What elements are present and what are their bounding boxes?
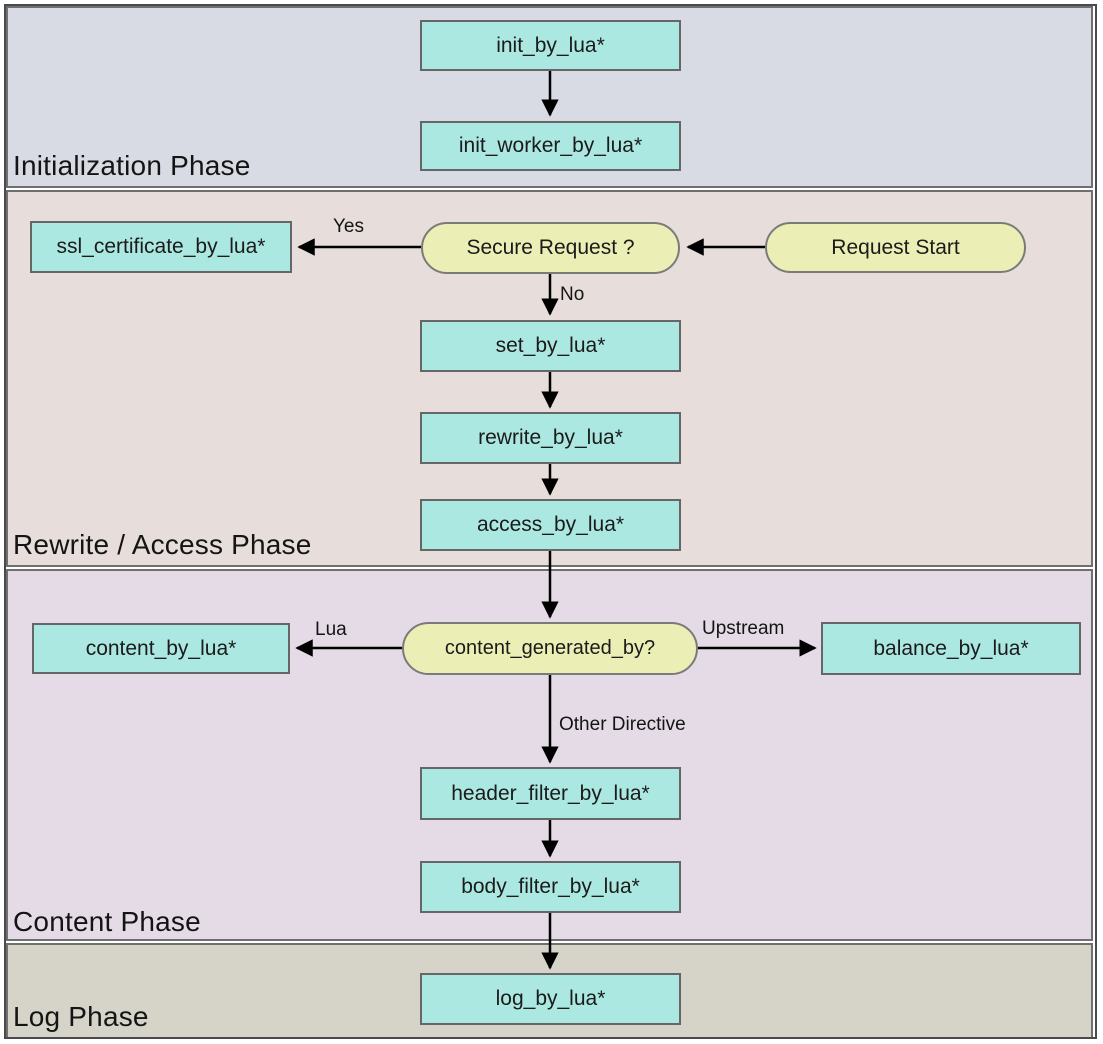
node-init-by-lua: init_by_lua*: [420, 20, 681, 71]
section-label-rewrite-access-phase: Rewrite / Access Phase: [13, 529, 312, 560]
edge-label-yes: Yes: [333, 216, 364, 237]
node-balance-by-lua: balance_by_lua*: [821, 622, 1081, 675]
node-body-filter-by-lua: body_filter_by_lua*: [420, 861, 681, 913]
node-content-by-lua: content_by_lua*: [32, 623, 290, 674]
section-label-initialization-phase: Initialization Phase: [13, 150, 251, 181]
node-init-worker-by-lua: init_worker_by_lua*: [420, 121, 681, 171]
section-label-log-phase: Log Phase: [13, 1001, 149, 1032]
section-label-content-phase: Content Phase: [13, 906, 201, 937]
node-ssl-certificate-by-lua: ssl_certificate_by_lua*: [30, 221, 292, 273]
node-secure-request-decision: Secure Request ?: [421, 222, 680, 274]
node-request-start: Request Start: [765, 222, 1026, 273]
node-content-generated-by-decision: content_generated_by?: [402, 622, 698, 675]
edge-label-other-directive: Other Directive: [559, 714, 686, 735]
edge-label-lua: Lua: [315, 619, 347, 640]
node-set-by-lua: set_by_lua*: [420, 320, 681, 372]
node-rewrite-by-lua: rewrite_by_lua*: [420, 412, 681, 464]
node-access-by-lua: access_by_lua*: [420, 499, 681, 551]
node-log-by-lua: log_by_lua*: [420, 973, 681, 1025]
node-header-filter-by-lua: header_filter_by_lua*: [420, 767, 681, 820]
edge-label-no: No: [560, 284, 585, 305]
edge-label-upstream: Upstream: [702, 618, 785, 639]
